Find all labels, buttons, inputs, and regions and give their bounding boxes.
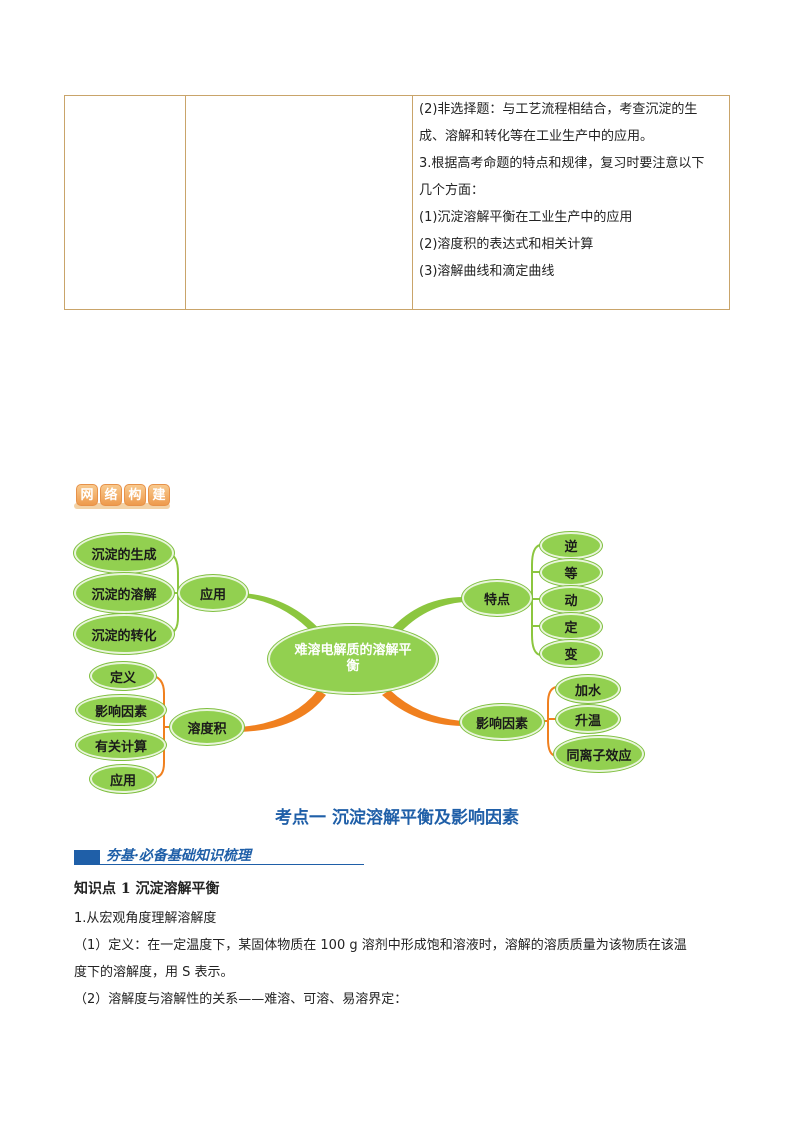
node-ksp-definition: 定义 [90,662,156,690]
node-precipitation-dissolution: 沉淀的溶解 [74,573,174,613]
subheading-text: 夯基·必备基础知识梳理 [106,848,251,864]
table-line: (2)非选择题：与工艺流程相结合，考查沉淀的生 [419,102,698,117]
node-ksp: 溶度积 [170,709,244,745]
table-divider [185,96,186,309]
node-application: 应用 [178,575,248,611]
table-line: 几个方面： [419,183,485,198]
section-title: 考点一 沉淀溶解平衡及影响因素 [275,808,519,828]
node-features: 特点 [462,580,532,616]
node-precipitation-conversion: 沉淀的转化 [74,614,174,654]
fork-factors [547,686,557,757]
node-feature-reverse: 逆 [540,532,602,559]
table-line: (3)溶解曲线和滴定曲线 [419,264,555,279]
subheading-line [74,864,364,865]
fork-ksp [149,674,165,779]
center-node: 难溶电解质的溶解平衡 [268,624,438,694]
badge-char: 网 [76,484,98,506]
node-factor-common-ion: 同离子效应 [554,736,644,772]
branch-ksp [240,690,326,732]
table-line: (2)溶度积的表达式和相关计算 [419,237,594,252]
node-feature-dynamic: 动 [540,586,602,613]
subheading: 夯基·必备基础知识梳理 [74,844,364,866]
node-feature-change: 变 [540,640,602,667]
node-ksp-factors: 影响因素 [76,695,166,725]
paragraph-line: （2）溶解度与溶解性的关系——难溶、可溶、易溶界定： [74,992,408,1007]
table-line: (1)沉淀溶解平衡在工业生产中的应用 [419,210,633,225]
badge-bar [74,503,170,509]
table-line: 成、溶解和转化等在工业生产中的应用。 [419,129,654,144]
knowledge-point-title: 知识点 1 沉淀溶解平衡 [74,881,220,897]
paragraph-line: 1.从宏观角度理解溶解度 [74,911,217,926]
node-feature-fixed: 定 [540,613,602,640]
badge-char: 建 [148,484,170,506]
table-cell-notes: (2)非选择题：与工艺流程相结合，考查沉淀的生 成、溶解和转化等在工业生产中的应… [419,96,723,285]
paragraph-line: 度下的溶解度，用 S 表示。 [74,965,234,980]
requirements-table: (2)非选择题：与工艺流程相结合，考查沉淀的生 成、溶解和转化等在工业生产中的应… [64,95,730,310]
node-ksp-application: 应用 [90,765,156,793]
network-badge: 网 络 构 建 [74,483,170,509]
mind-map: 难溶电解质的溶解平衡 沉淀的生成 沉淀的溶解 沉淀的转化 应用 特点 逆 等 动… [60,525,660,800]
node-precipitation-formation: 沉淀的生成 [74,533,174,573]
table-divider [412,96,413,309]
badge-char: 络 [100,484,122,506]
node-ksp-calculation: 有关计算 [76,730,166,760]
node-feature-equal: 等 [540,559,602,586]
node-factors: 影响因素 [460,704,544,740]
node-factor-temperature: 升温 [556,705,620,733]
paragraph-line: （1）定义：在一定温度下，某固体物质在 100 g 溶剂中形成饱和溶液时，溶解的… [74,938,687,953]
node-factor-water: 加水 [556,675,620,703]
branch-factors [382,690,462,726]
badge-char: 构 [124,484,146,506]
subheading-block [74,850,100,864]
table-line: 3.根据高考命题的特点和规律，复习时要注意以下 [419,156,705,171]
